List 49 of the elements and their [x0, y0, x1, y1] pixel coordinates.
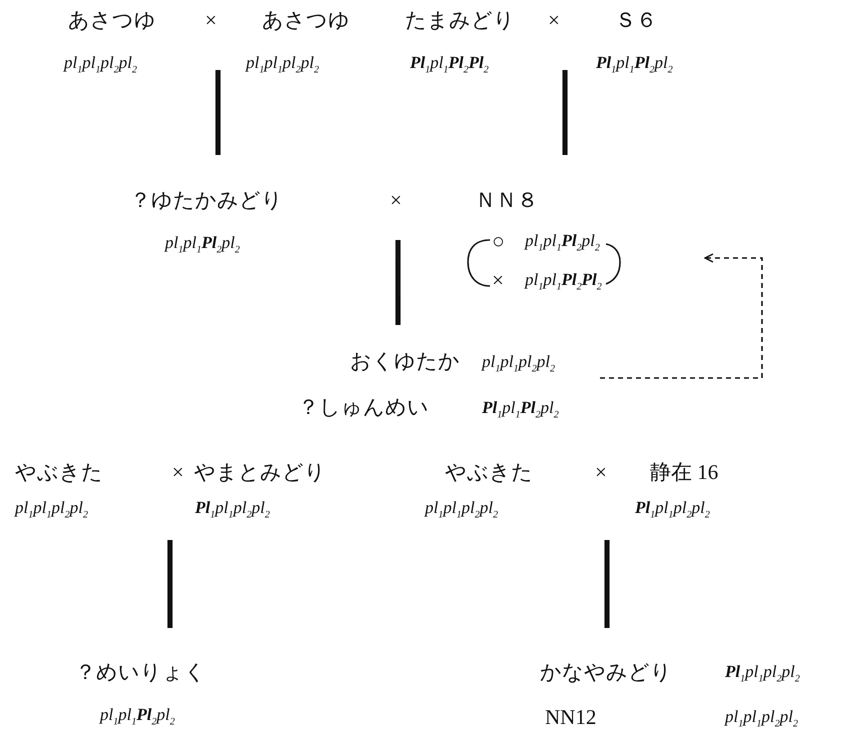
genotype: pl$_{1}$pl$_{1}$Pl$_{2}$Pl$_{2}$ — [525, 270, 602, 294]
genotype: Pl$_{1}$pl$_{1}$pl$_{2}$pl$_{2}$ — [635, 498, 710, 522]
cultivar-name: かなやみどり — [540, 660, 672, 686]
pedigree-line — [215, 70, 218, 155]
genotype: pl$_{1}$pl$_{1}$pl$_{2}$pl$_{2}$ — [15, 498, 88, 522]
genotype: pl$_{1}$pl$_{1}$pl$_{2}$pl$_{2}$ — [425, 498, 498, 522]
cultivar-name: あさつゆ — [68, 8, 156, 34]
dashed-arrow — [600, 253, 763, 379]
cross-symbol: × — [390, 188, 402, 214]
cultivar-name: Ｓ６ — [615, 8, 657, 34]
genotype: Pl$_{1}$pl$_{1}$pl$_{2}$pl$_{2}$ — [725, 662, 800, 686]
genotype: pl$_{1}$pl$_{1}$Pl$_{2}$pl$_{2}$ — [100, 705, 175, 728]
genotype: pl$_{1}$pl$_{1}$pl$_{2}$pl$_{2}$ — [482, 352, 555, 376]
cultivar-name: ？めいりょく — [75, 660, 206, 686]
cultivar-name: たまみどり — [405, 8, 515, 34]
pedigree-line — [398, 240, 401, 325]
cross-symbol: × — [205, 8, 217, 34]
cross-symbol: × — [548, 8, 560, 34]
cultivar-name: 静在 16 — [650, 460, 718, 486]
pedigree-line — [564, 70, 568, 155]
genotype: pl$_{1}$pl$_{1}$Pl$_{2}$pl$_{2}$ — [525, 231, 600, 254]
pedigree-line — [167, 540, 170, 628]
genotype: pl$_{1}$pl$_{1}$pl$_{2}$pl$_{2}$ — [64, 53, 137, 76]
cultivar-name: あさつゆ — [262, 8, 350, 34]
pedigree-line — [170, 540, 173, 628]
genotype: Pl$_{1}$pl$_{1}$Pl$_{2}$pl$_{2}$ — [482, 398, 559, 422]
cultivar-name: やぶきた — [15, 460, 103, 486]
cultivar-name: ？ゆたかみどり — [130, 188, 283, 214]
cultivar-name: おくゆたか — [350, 349, 460, 374]
pedigree-line — [606, 540, 610, 628]
pedigree-line — [562, 70, 566, 155]
genotype: Pl$_{1}$pl$_{1}$pl$_{2}$pl$_{2}$ — [195, 498, 270, 522]
pedigree-line — [218, 70, 221, 155]
male-symbol: × — [492, 268, 504, 294]
pedigree-line — [604, 540, 608, 628]
female-symbol: ○ — [492, 229, 505, 254]
genotype: pl$_{1}$pl$_{1}$pl$_{2}$pl$_{2}$ — [246, 53, 319, 76]
genotype: Pl$_{1}$pl$_{1}$Pl$_{2}$pl$_{2}$ — [596, 53, 673, 76]
cultivar-name: ＮＮ８ — [475, 188, 538, 214]
genotype: pl$_{1}$pl$_{1}$pl$_{2}$pl$_{2}$ — [725, 707, 798, 730]
cultivar-name: NN12 — [545, 705, 596, 730]
pedigree-line — [395, 240, 398, 325]
cross-symbol: × — [595, 460, 607, 486]
genotype: Pl$_{1}$pl$_{1}$Pl$_{2}$Pl$_{2}$ — [410, 53, 489, 76]
genotype: pl$_{1}$pl$_{1}$Pl$_{2}$pl$_{2}$ — [165, 233, 240, 256]
cultivar-name: やぶきた — [445, 460, 533, 486]
cultivar-name: ？しゅんめい — [298, 395, 429, 420]
cultivar-name: やまとみどり — [194, 460, 326, 486]
cross-symbol: × — [172, 460, 184, 486]
